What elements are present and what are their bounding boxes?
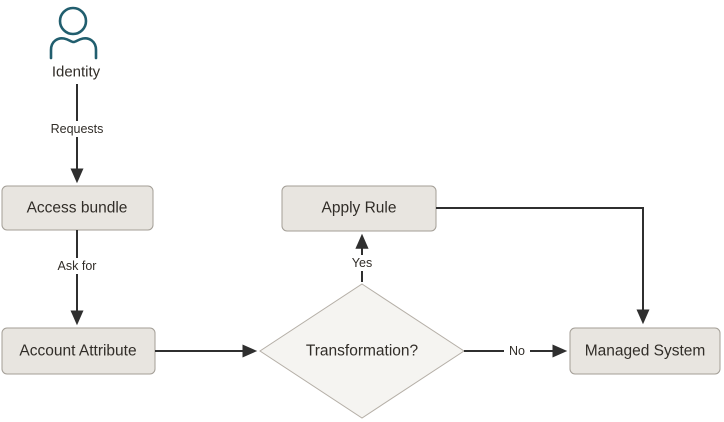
edge-requests-label: Requests <box>51 122 104 136</box>
edge-no-label: No <box>509 344 525 358</box>
node-managed-system-label: Managed System <box>585 343 706 360</box>
edge-transformation-managed-system: No <box>464 343 568 359</box>
node-apply-rule: Apply Rule <box>281 185 437 232</box>
node-identity-label: Identity <box>52 64 101 81</box>
edge-identity-access-bundle: Requests <box>48 84 106 184</box>
edge-apply-rule-managed-system <box>436 207 650 325</box>
node-account-attribute-label: Account Attribute <box>19 343 136 360</box>
edge-access-bundle-account-attribute: Ask for <box>53 230 101 326</box>
edge-label-bg <box>48 121 106 137</box>
node-transformation-label: Transformation? <box>306 343 419 360</box>
node-access-bundle: Access bundle <box>1 185 154 231</box>
edge-label-bg <box>504 343 530 359</box>
person-icon <box>49 6 98 60</box>
edge-label-bg <box>53 258 101 274</box>
edge-ask-for-label: Ask for <box>58 259 97 273</box>
node-transformation: Transformation? <box>259 283 465 419</box>
edge-label-bg <box>348 255 376 271</box>
node-account-attribute: Account Attribute <box>1 327 156 375</box>
edge-transformation-apply-rule: Yes <box>348 233 376 282</box>
node-access-bundle-label: Access bundle <box>27 200 128 217</box>
node-identity: Identity <box>49 6 101 81</box>
edge-yes-label: Yes <box>352 256 372 270</box>
node-apply-rule-label: Apply Rule <box>322 200 397 217</box>
node-managed-system: Managed System <box>569 327 721 375</box>
